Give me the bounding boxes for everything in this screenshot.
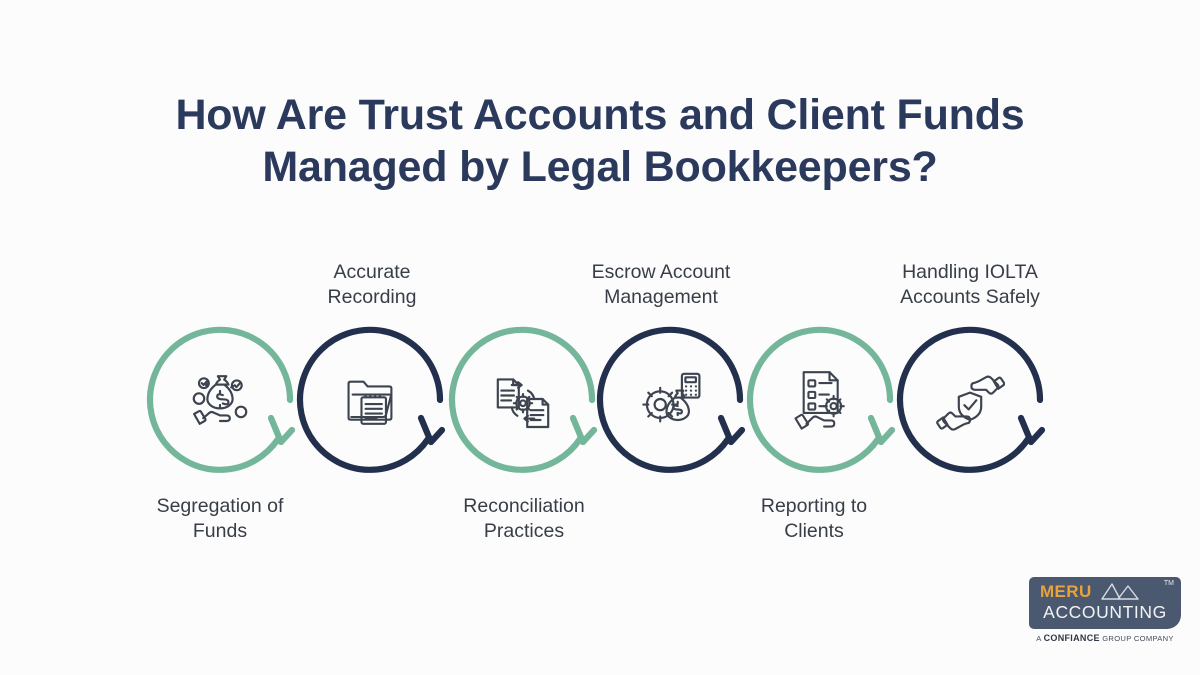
logo-tagline-suffix: GROUP COMPANY xyxy=(1099,634,1174,643)
step-label-accurate-recording: Accurate Recording xyxy=(257,260,487,309)
step-label-escrow-account-management: Escrow Account Management xyxy=(546,260,776,309)
step-label-reporting-to-clients: Reporting to Clients xyxy=(699,494,929,543)
hands-shield-check-icon xyxy=(936,375,1005,431)
documents-gear-sync-icon xyxy=(496,378,550,429)
logo-tagline-prefix: A xyxy=(1036,634,1044,643)
logo-brand-secondary: ACCOUNTING xyxy=(1043,602,1167,622)
step-2-label-line-2: Recording xyxy=(327,285,417,308)
step-label-handling-iolta-accounts-safely: Handling IOLTA Accounts Safely xyxy=(855,260,1085,309)
page-title-line-2: Managed by Legal Bookkeepers? xyxy=(262,143,938,192)
step-3-label-line-1: Reconciliation xyxy=(463,495,585,517)
step-arc-2 xyxy=(296,326,446,473)
step-arc-6 xyxy=(896,326,1046,473)
step-3-label-line-2: Practices xyxy=(483,519,565,542)
page-title-line-1: How Are Trust Accounts and Client Funds xyxy=(175,90,1025,139)
mountain-peaks-icon xyxy=(1101,583,1139,600)
hand-money-bag-check-icon xyxy=(192,375,248,425)
gear-money-bag-calculator-icon xyxy=(642,372,701,423)
step-6-label-line-1: Handling IOLTA xyxy=(902,261,1038,283)
folder-notepad-icon xyxy=(347,380,393,425)
logo-tagline-brand: CONFIANCE xyxy=(1043,633,1100,643)
flow-arcs-and-icons xyxy=(146,326,1046,473)
step-arc-1 xyxy=(146,326,296,473)
step-arc-3 xyxy=(448,326,598,473)
step-6-label-line-2: Accounts Safely xyxy=(900,285,1040,308)
step-label-segregation-of-funds: Segregation of Funds xyxy=(105,494,335,543)
logo-plate xyxy=(1029,577,1181,629)
process-flow-diagram: Segregation of Funds Accurate Recording … xyxy=(0,230,1200,560)
step-4-label-line-2: Management xyxy=(604,285,718,308)
step-1-label-line-2: Funds xyxy=(192,519,248,542)
step-label-reconciliation-practices: Reconciliation Practices xyxy=(409,494,639,543)
logo-trademark: TM xyxy=(1163,580,1174,587)
step-4-label-line-1: Escrow Account xyxy=(591,261,731,283)
step-arc-4 xyxy=(596,326,746,473)
step-arc-5 xyxy=(746,326,896,473)
step-2-label-line-1: Accurate xyxy=(333,261,411,283)
logo-brand-primary: MERU xyxy=(1040,582,1092,601)
meru-accounting-logo: MERU TM ACCOUNTING A CONFIANCE GROUP COM… xyxy=(1029,577,1181,649)
page-title: How Are Trust Accounts and Client Funds … xyxy=(0,89,1200,194)
step-5-label-line-2: Clients xyxy=(784,519,844,542)
hand-report-gear-icon xyxy=(794,371,845,430)
step-5-label-line-1: Reporting to xyxy=(760,495,868,517)
logo-tagline: A CONFIANCE GROUP COMPANY xyxy=(1029,633,1181,643)
step-1-label-line-1: Segregation of xyxy=(156,495,284,517)
